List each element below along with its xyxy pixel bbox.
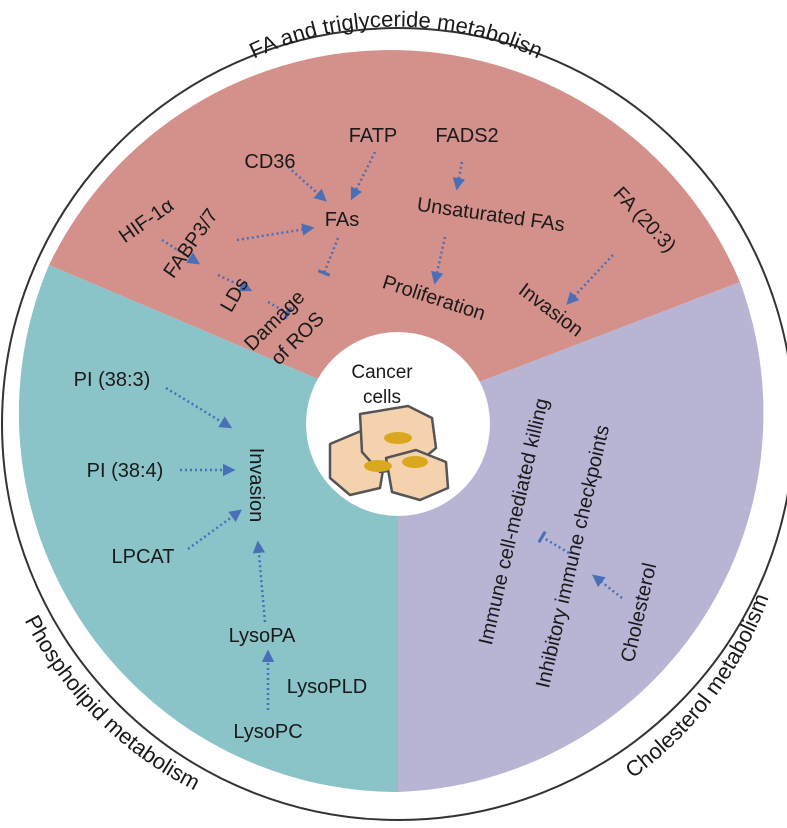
- arrow-lpcat-invasion: [187, 509, 243, 551]
- label-lpcat: LPCAT: [112, 546, 175, 568]
- arrow-hif-fabp: [161, 238, 201, 265]
- label-fatp: FATP: [349, 125, 398, 147]
- arrow-cd36-fas: [287, 166, 327, 202]
- inhibit-checkpoints-killing: [537, 530, 570, 555]
- label-lysopld: LysoPLD: [287, 676, 367, 698]
- label-pl-invasion: Invasion: [245, 448, 267, 523]
- label-pi383: PI (38:3): [74, 369, 151, 391]
- arrow-lysopa-invasion: [252, 540, 267, 623]
- fa-arrows: [161, 151, 614, 320]
- label-fas: FAs: [325, 209, 359, 231]
- cholesterol-sector: [398, 282, 764, 792]
- cholesterol-arrows: [537, 530, 623, 599]
- phospholipid-arrows: [165, 386, 275, 710]
- cancer-cells-illustration: [328, 404, 450, 502]
- arrow-fa203-invasion: [566, 254, 614, 305]
- inhibit-lds-ros: [267, 300, 293, 320]
- center-label-line2: cells: [363, 387, 401, 408]
- arrow-fatp-fas: [350, 151, 377, 201]
- arrow-cholesterol-checkpoints: [592, 574, 623, 599]
- label-fads2: FADS2: [435, 125, 498, 147]
- phospholipid-sector: [18, 265, 398, 792]
- inhibit-fas-ros: [317, 237, 340, 277]
- center-label-line1: Cancer: [351, 362, 413, 383]
- cell-right: [384, 448, 450, 502]
- fa-sector: [49, 50, 740, 413]
- label-pi384: PI (38:4): [87, 460, 164, 482]
- label-lysopa: LysoPA: [229, 625, 296, 647]
- label-lysopc: LysoPC: [233, 721, 302, 743]
- nucleus-top: [384, 432, 412, 444]
- nucleus-left: [364, 460, 392, 472]
- arrow-fabp-lds: [217, 273, 253, 292]
- nucleus-right: [402, 456, 428, 468]
- label-cd36: CD36: [244, 151, 295, 173]
